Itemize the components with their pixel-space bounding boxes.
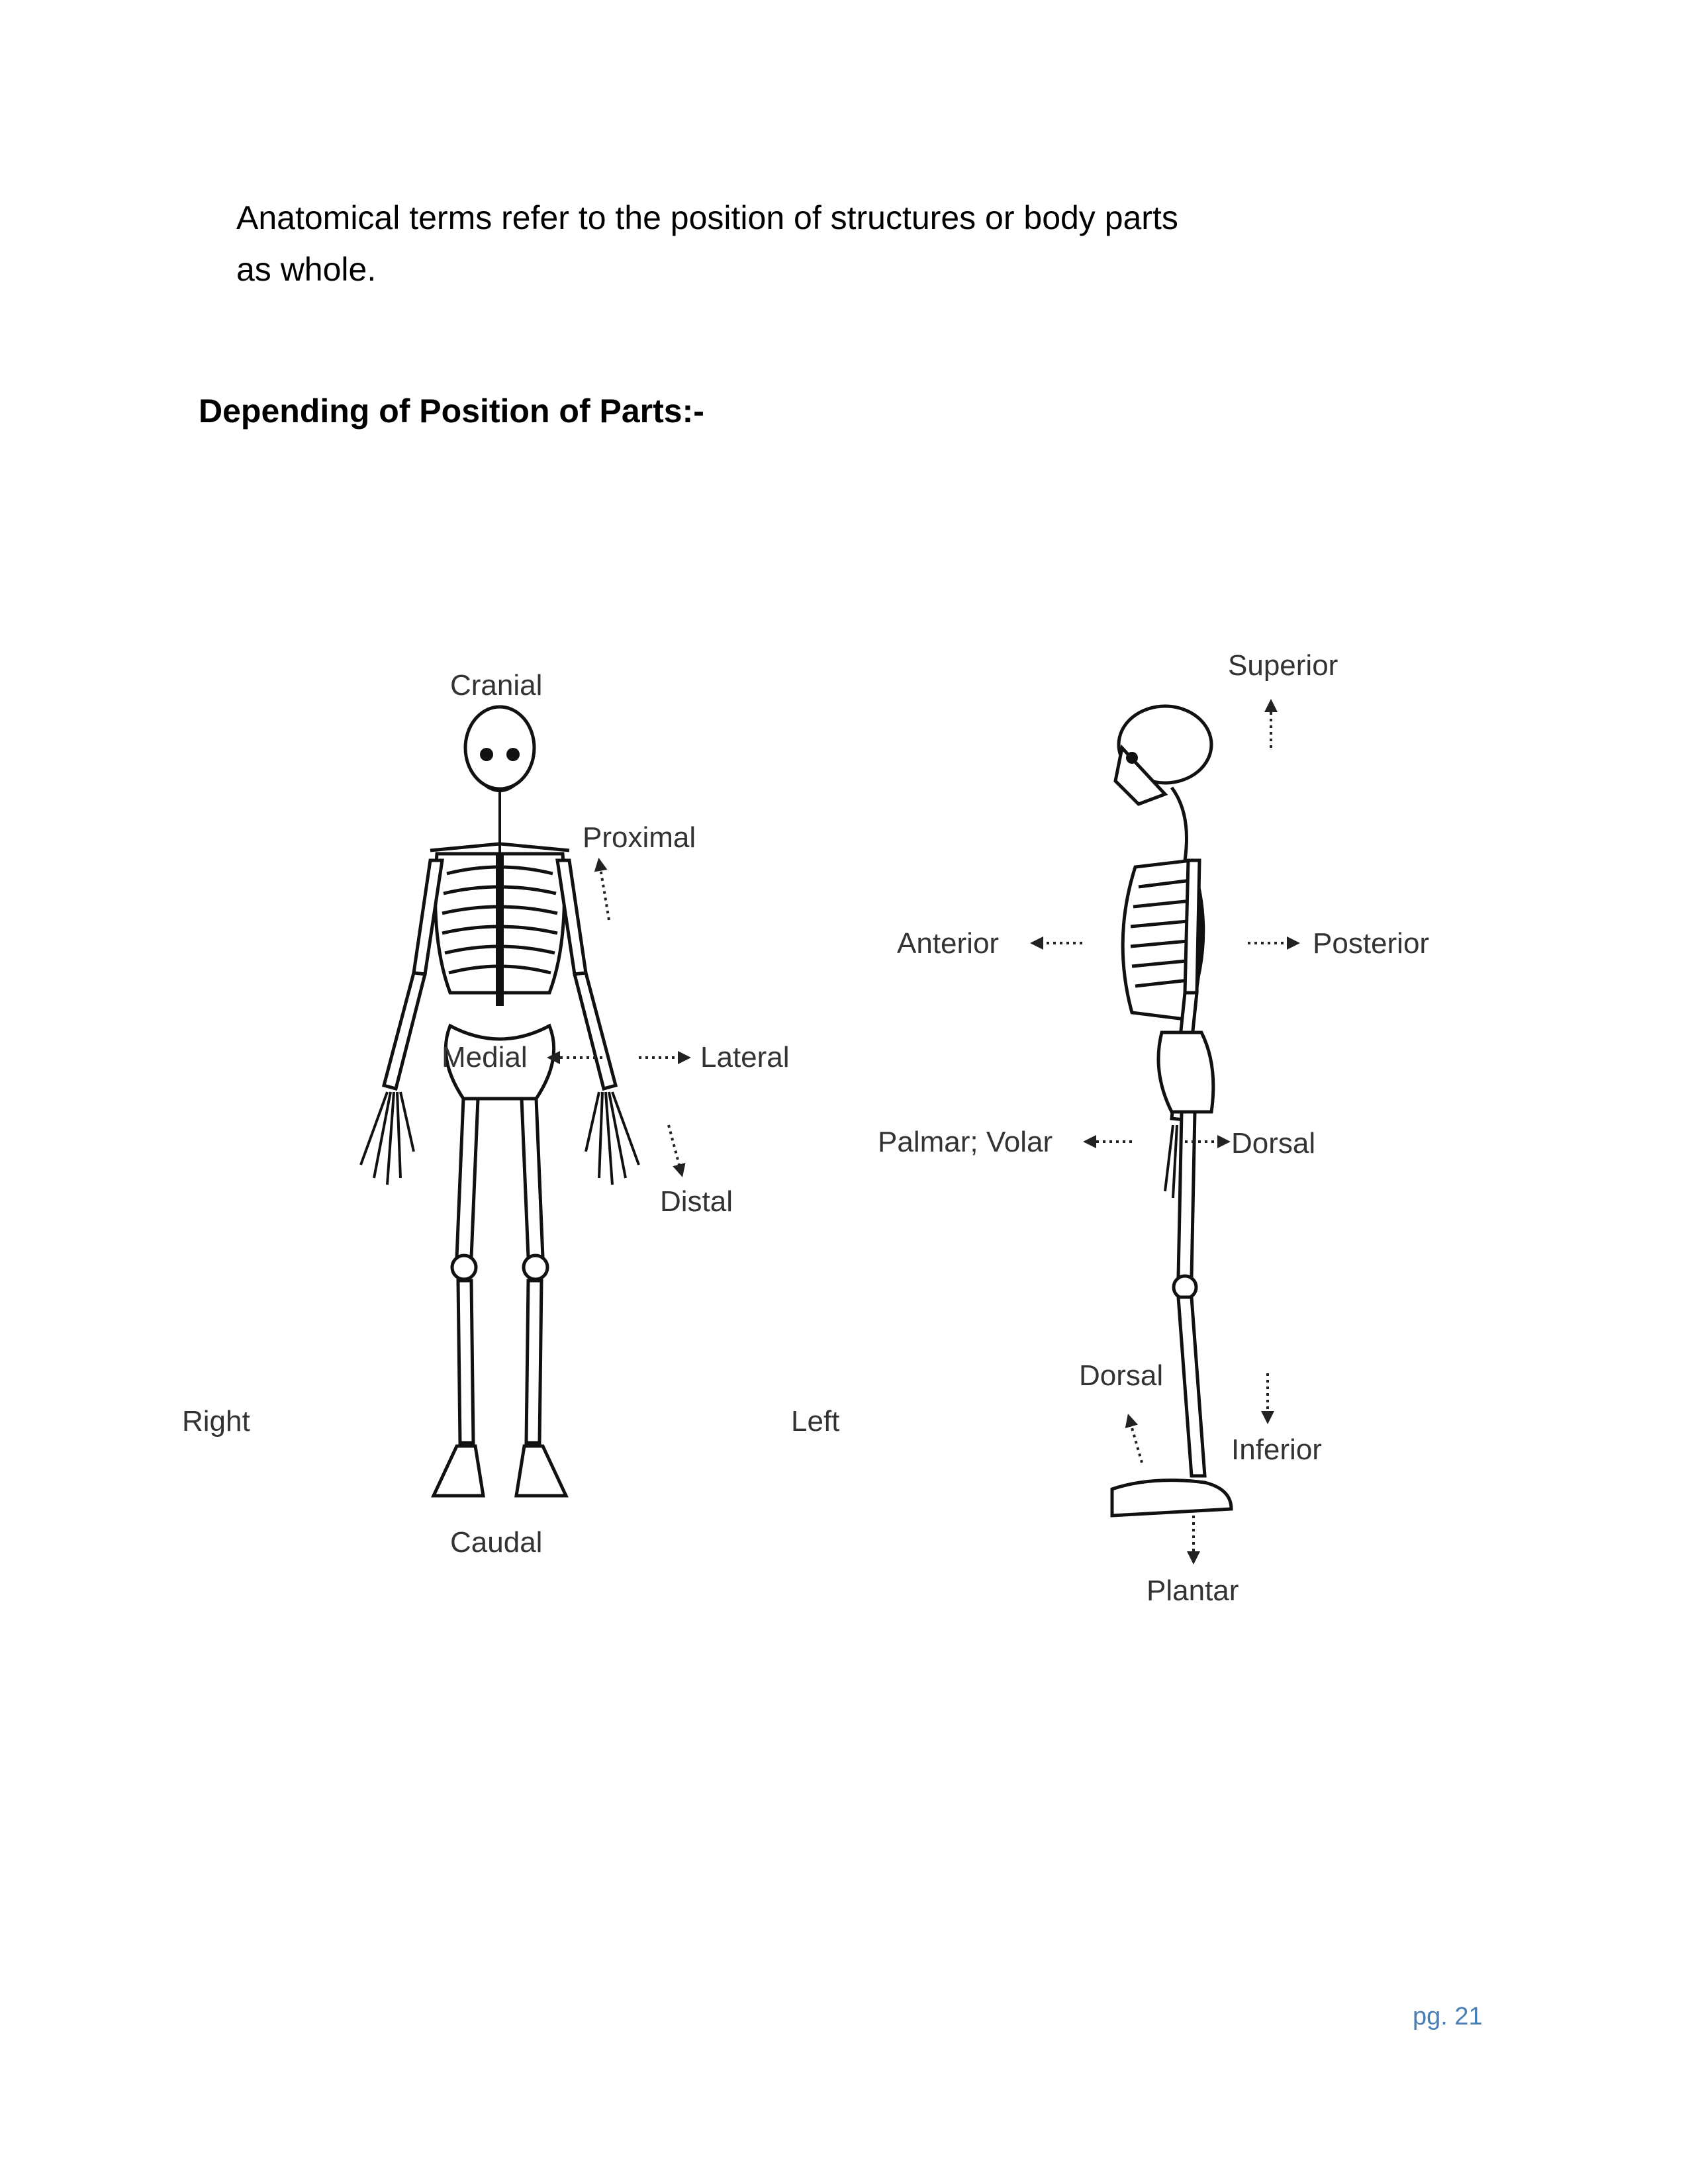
label-dorsal-hand: Dorsal [1231,1127,1315,1160]
label-lateral: Lateral [700,1041,790,1073]
intro-line-2: as whole. [236,251,377,288]
page-number: pg. 21 [1413,2003,1483,2030]
label-plantar: Plantar [1147,1574,1239,1607]
section-heading: Depending of Position of Parts:- [199,392,704,430]
label-dorsal-foot: Dorsal [1079,1359,1163,1392]
label-distal: Distal [660,1185,733,1218]
front-skeleton [359,705,640,1498]
label-left: Left [791,1405,839,1437]
label-proximal: Proximal [583,821,696,854]
label-anterior: Anterior [897,927,999,960]
arrow-distal [667,1124,686,1177]
intro-line-1: Anatomical terms refer to the position o… [236,199,1178,236]
label-inferior: Inferior [1231,1433,1322,1466]
label-superior: Superior [1228,649,1338,682]
side-skeleton [1110,704,1233,1518]
label-posterior: Posterior [1313,927,1429,960]
arrow-dorsal-foot [1125,1414,1143,1463]
label-palmar-volar: Palmar; Volar [878,1126,1053,1158]
label-caudal: Caudal [450,1526,542,1559]
arrow-proximal [594,858,610,921]
label-right: Right [182,1405,250,1437]
intro-paragraph: Anatomical terms refer to the position o… [236,192,1362,295]
label-cranial: Cranial [450,669,542,702]
label-medial: Medial [442,1041,528,1073]
